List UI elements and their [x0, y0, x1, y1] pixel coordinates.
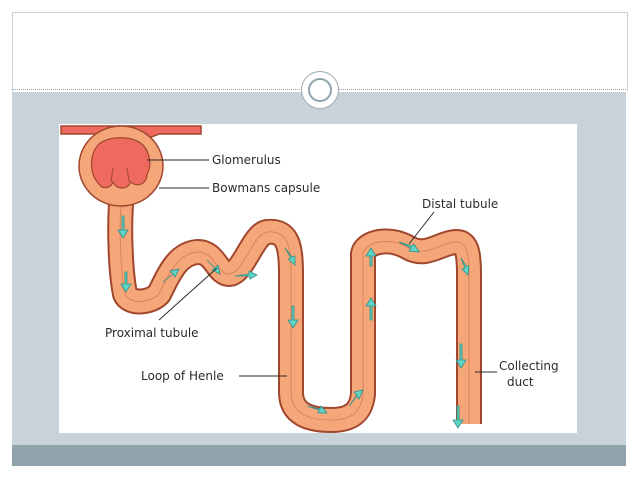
- tubule: [109, 203, 480, 431]
- glomerulus: [90, 137, 151, 189]
- divider-circle-inner: [308, 78, 332, 102]
- label-proximal-tubule: Proximal tubule: [105, 326, 199, 340]
- label-collecting-duct-line1: Collecting: [499, 359, 559, 373]
- label-bowmans-capsule: Bowmans capsule: [212, 181, 320, 195]
- footer-bar: [12, 445, 626, 466]
- label-collecting-duct-line2: duct: [507, 375, 534, 389]
- leader-lines: [147, 159, 497, 377]
- label-glomerulus: Glomerulus: [212, 153, 281, 167]
- flow-arrows: [117, 215, 470, 429]
- label-loop-of-henle: Loop of Henle: [141, 369, 224, 383]
- divider-circle-icon: [301, 71, 339, 109]
- nephron-diagram: Glomerulus Bowmans capsule Distal tubule…: [59, 124, 577, 433]
- label-distal-tubule: Distal tubule: [422, 197, 498, 211]
- nephron-svg: Glomerulus Bowmans capsule Distal tubule…: [60, 125, 559, 433]
